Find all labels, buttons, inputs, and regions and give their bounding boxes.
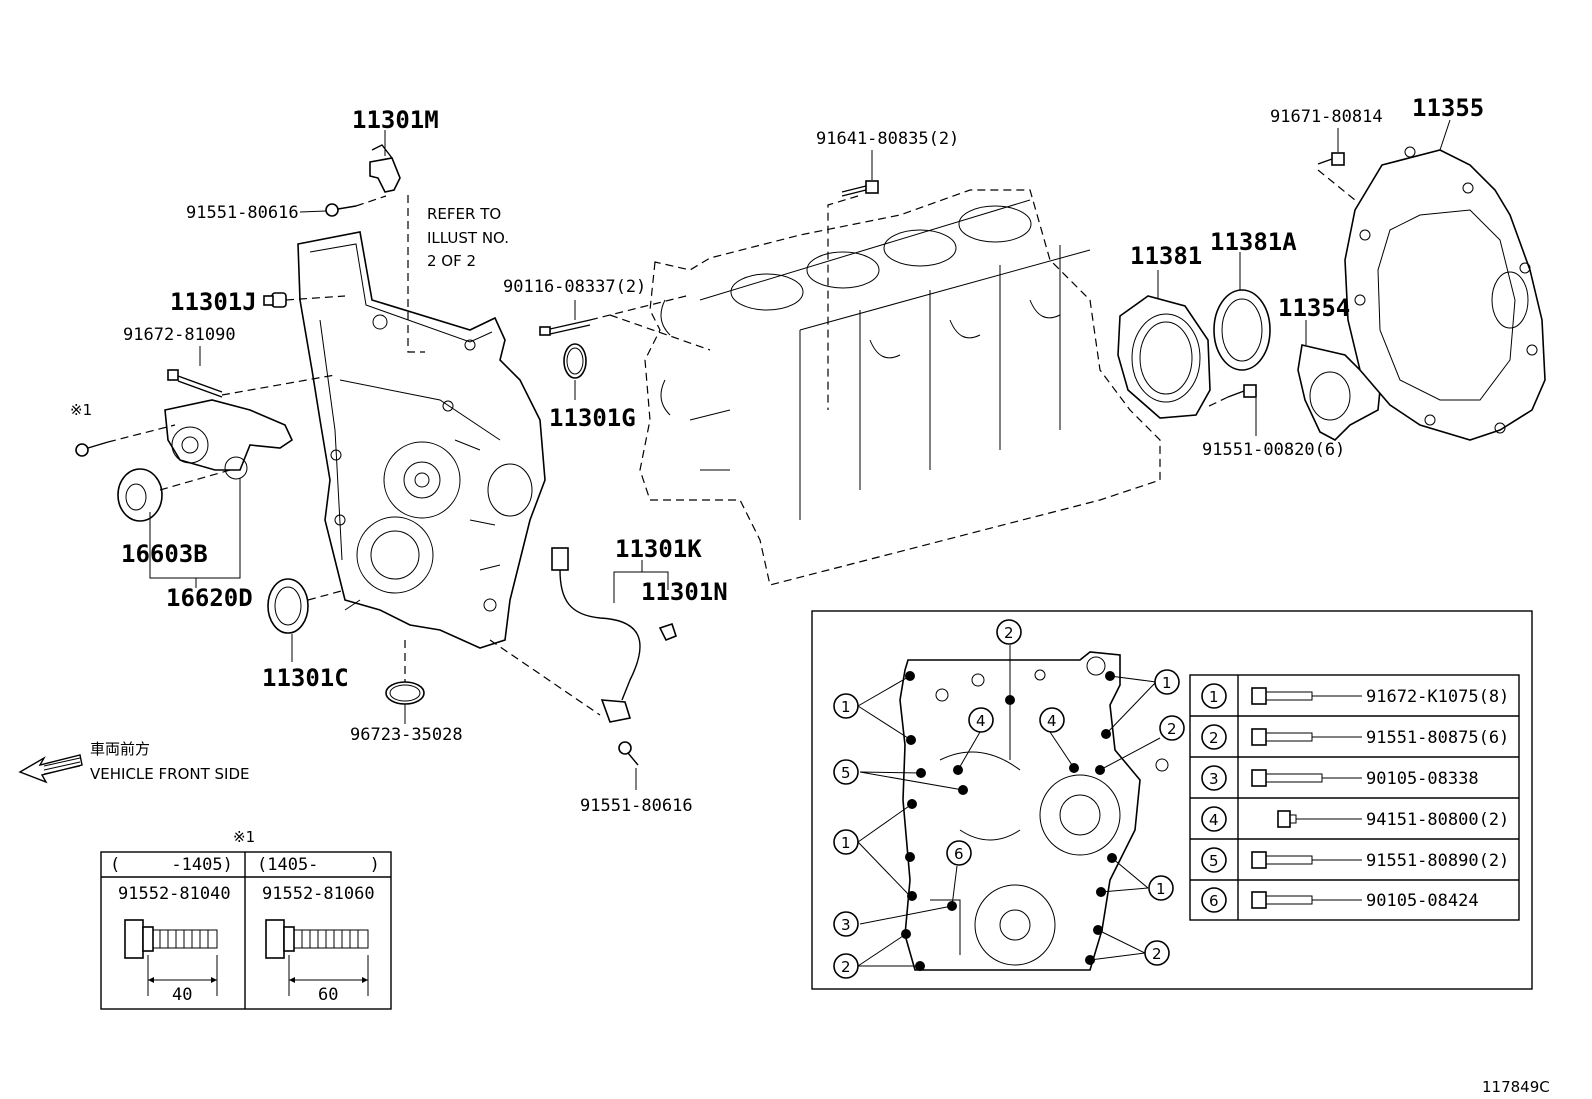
bolt-note1 xyxy=(75,441,109,457)
svg-text:5: 5 xyxy=(841,764,851,782)
figure-id: 117849C xyxy=(1482,1078,1550,1096)
legend-part-5: 91551-80890(2) xyxy=(1366,851,1509,871)
cylinder-block-outline xyxy=(639,189,1161,586)
label-11301M: 11301M xyxy=(352,106,439,134)
bolt-40-icon xyxy=(124,919,218,996)
label-note-mark: ※1 xyxy=(70,401,92,419)
col1-range: ( -1405) xyxy=(110,855,233,875)
bolt-icon-long xyxy=(1251,687,1313,705)
col2-part: 91552-81060 xyxy=(262,884,375,904)
svg-text:6: 6 xyxy=(954,845,964,863)
label-96723-35028: 96723-35028 xyxy=(350,725,463,745)
detail-callouts: 1 2 1 4 4 2 5 1 6 1 3 2 2 xyxy=(833,619,1185,979)
crank-sensor-11301K xyxy=(551,547,641,723)
note-bolt-table: ※1 ( -1405) (1405- ) 91552-81040 91552-8… xyxy=(100,828,392,1010)
svg-text:4: 4 xyxy=(976,712,986,730)
label-90116-08337: 90116-08337(2) xyxy=(503,277,646,297)
legend-num-6: 6 xyxy=(1209,892,1219,910)
col1-part: 91552-81040 xyxy=(118,884,231,904)
label-11301J: 11301J xyxy=(170,288,257,316)
svg-text:2: 2 xyxy=(841,958,851,976)
svg-text:4: 4 xyxy=(1047,712,1057,730)
bolt-icon-short-2 xyxy=(1251,891,1313,909)
timing-chain-cover xyxy=(297,231,546,649)
legend-num-4: 4 xyxy=(1209,811,1219,829)
stud-90116-08337 xyxy=(539,319,591,336)
refer-line-2: ILLUST NO. xyxy=(427,229,509,247)
legend-part-3: 90105-08338 xyxy=(1366,769,1479,789)
label-11381: 11381 xyxy=(1130,242,1202,270)
bolt-91551-80616-bot xyxy=(618,741,639,766)
svg-text:2: 2 xyxy=(1152,945,1162,963)
bolt-icon-medium xyxy=(1251,728,1313,746)
label-91551-80616-bot: 91551-80616 xyxy=(580,796,693,816)
svg-text:1: 1 xyxy=(1156,880,1166,898)
stud-bolt-icon xyxy=(1277,810,1297,828)
legend-num-3: 3 xyxy=(1209,770,1219,788)
bolt-91551-00820 xyxy=(1227,384,1257,398)
label-91671-80814: 91671-80814 xyxy=(1270,107,1383,127)
svg-text:1: 1 xyxy=(841,698,851,716)
label-11301G: 11301G xyxy=(549,404,636,432)
o-ring-11301G xyxy=(563,343,587,379)
bolt-icon-medium-2 xyxy=(1251,851,1313,869)
label-16620D: 16620D xyxy=(166,584,253,612)
bolt-legend-table: 1 91672-K1075(8) 2 91551-80875(6) 3 9010… xyxy=(1189,674,1520,921)
clip-11301N xyxy=(658,622,677,642)
bolt-holes xyxy=(901,671,1117,971)
legend-num-1: 1 xyxy=(1209,688,1219,706)
bolt-60-icon xyxy=(265,919,369,996)
col2-length: 60 xyxy=(318,985,338,1005)
svg-text:2: 2 xyxy=(1004,624,1014,642)
plug-11301J xyxy=(263,292,287,308)
leader-lines xyxy=(107,119,1451,790)
svg-text:3: 3 xyxy=(841,916,851,934)
legend-num-2: 2 xyxy=(1209,729,1219,747)
label-11354: 11354 xyxy=(1278,294,1350,322)
front-text-jp: 車両前方 xyxy=(90,740,150,758)
label-11355: 11355 xyxy=(1412,94,1484,122)
legend-part-6: 90105-08424 xyxy=(1366,891,1479,911)
legend-part-4: 94151-80800(2) xyxy=(1366,810,1509,830)
bolt-91671-80814 xyxy=(1317,152,1345,166)
part-labels: 11301M 91551-80616 REFER TO ILLUST NO. 2… xyxy=(70,94,1484,816)
refer-line-3: 2 OF 2 xyxy=(427,252,476,270)
label-91672-81090: 91672-81090 xyxy=(123,325,236,345)
oil-seal-11301C xyxy=(267,578,309,634)
legend-num-5: 5 xyxy=(1209,852,1219,870)
label-91551-80616-top: 91551-80616 xyxy=(186,203,299,223)
label-91551-00820: 91551-00820(6) xyxy=(1202,440,1345,460)
end-plate-11355 xyxy=(1344,146,1546,441)
svg-text:2: 2 xyxy=(1167,720,1177,738)
label-16603B: 16603B xyxy=(121,540,208,568)
legend-part-1: 91672-K1075(8) xyxy=(1366,687,1509,707)
idler-pulley-16603B xyxy=(117,468,163,522)
oil-seal-11381A xyxy=(1213,289,1271,371)
label-91641-80835: 91641-80835(2) xyxy=(816,129,959,149)
label-11301N: 11301N xyxy=(641,578,728,606)
refer-line-1: REFER TO xyxy=(427,205,501,223)
legend-part-2: 91551-80875(6) xyxy=(1366,728,1509,748)
svg-text:1: 1 xyxy=(1162,674,1172,692)
label-11381A: 11381A xyxy=(1210,228,1297,256)
label-11301K: 11301K xyxy=(615,535,702,563)
svg-text:1: 1 xyxy=(841,834,851,852)
col2-range: (1405- ) xyxy=(257,855,380,875)
col1-length: 40 xyxy=(172,985,192,1005)
tensioner-16620D xyxy=(164,399,294,480)
o-ring-96723-35028 xyxy=(385,681,425,705)
table-note-mark: ※1 xyxy=(233,828,255,846)
bolt-91672-81090 xyxy=(167,369,223,398)
bolt-icon-short xyxy=(1251,769,1323,787)
bolt-location-detail: 1 2 1 4 4 2 5 1 6 1 3 2 2 1 xyxy=(811,610,1533,990)
bolt-91551-80616-top xyxy=(325,203,357,217)
label-11301C: 11301C xyxy=(262,664,349,692)
bolt-91641-80835 xyxy=(841,180,879,197)
oil-seal-retainer-11381 xyxy=(1117,295,1211,419)
vehicle-front-indicator: 車両前方 VEHICLE FRONT SIDE xyxy=(18,740,250,784)
sensor-11301M xyxy=(369,144,401,193)
front-text-en: VEHICLE FRONT SIDE xyxy=(90,765,250,783)
